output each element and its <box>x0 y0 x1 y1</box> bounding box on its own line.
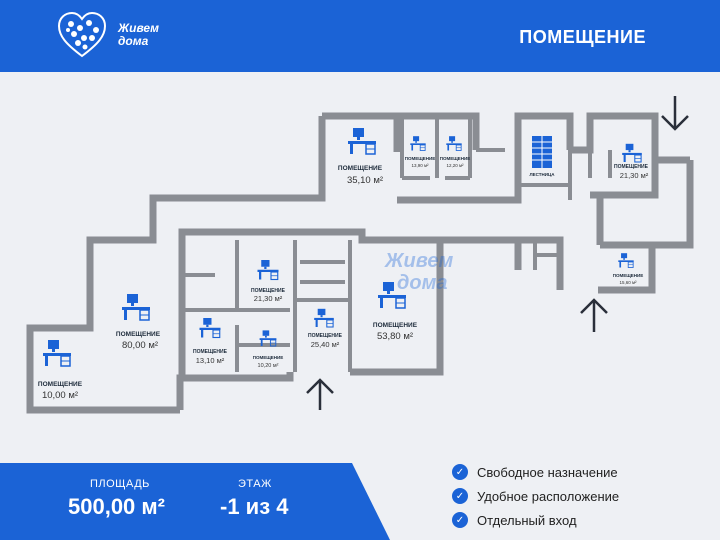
room-label: ПОМЕЩЕНИЕ <box>405 156 436 161</box>
watermark: Живем дома <box>385 250 453 294</box>
room-label: ПОМЕЩЕНИЕ <box>38 381 83 388</box>
room-label: ЛЕСТНИЦА <box>529 172 555 177</box>
heart-logo-icon <box>57 11 107 58</box>
header-bar: Живем дома ПОМЕЩЕНИЕ <box>0 0 720 72</box>
feature-text: Отдельный вход <box>477 512 577 528</box>
room-area: 13,90 м² <box>411 163 429 168</box>
room-area: 13,10 м² <box>196 356 225 365</box>
feature-item: ✓ Удобное расположение <box>452 484 712 508</box>
area-value: 500,00 м² <box>68 494 166 519</box>
floor-plan: ПОМЕЩЕНИЕ 35,10 м² ПОМЕЩЕНИЕ 13,90 м² ПО… <box>26 96 694 414</box>
check-icon: ✓ <box>452 464 468 480</box>
room-area: 35,10 м² <box>347 175 383 186</box>
page-title: ПОМЕЩЕНИЕ <box>519 27 646 47</box>
entrance-arrow-icon-bottom-right <box>580 298 608 332</box>
watermark-line-2: дома <box>397 272 448 294</box>
room-labels: ПОМЕЩЕНИЕ 35,10 м² ПОМЕЩЕНИЕ 13,90 м² ПО… <box>38 156 649 401</box>
room-label: ПОМЕЩЕНИЕ <box>338 165 383 172</box>
check-icon: ✓ <box>452 488 468 504</box>
feature-item: ✓ Свободное назначение <box>452 460 712 484</box>
logo-line-1: Живем <box>118 21 159 35</box>
check-icon: ✓ <box>452 512 468 528</box>
entrance-arrow-icon-top-right <box>661 96 689 131</box>
feature-text: Удобное расположение <box>477 488 620 504</box>
features-list: ✓ Свободное назначение ✓ Удобное располо… <box>452 460 712 532</box>
area-label: ПЛОЩАДЬ <box>90 478 150 490</box>
stats-panel <box>0 463 390 540</box>
floor-value: -1 из 4 <box>220 494 289 519</box>
room-label: ПОМЕЩЕНИЕ <box>440 156 471 161</box>
room-area: 15,60 м² <box>619 280 637 285</box>
feature-item: ✓ Отдельный вход <box>452 508 712 532</box>
room-area: 21,30 м² <box>254 294 283 303</box>
entrance-arrow-icon-bottom <box>306 378 334 410</box>
room-label: ПОМЕЩЕНИЕ <box>251 288 286 294</box>
entrance-arrows <box>306 96 689 410</box>
room-label: ПОМЕЩЕНИЕ <box>308 333 343 339</box>
interior-walls <box>88 116 612 372</box>
room-label: ПОМЕЩЕНИЕ <box>373 322 418 329</box>
room-label: ПОМЕЩЕНИЕ <box>193 349 228 355</box>
logo-text: Живем дома <box>118 22 178 48</box>
watermark-line-1: Живем <box>385 250 454 272</box>
room-label: ПОМЕЩЕНИЕ <box>253 355 284 360</box>
room-area: 25,40 м² <box>311 340 340 349</box>
room-area: 12,20 м² <box>446 163 464 168</box>
room-area: 10,00 м² <box>42 390 78 401</box>
floor-label: ЭТАЖ <box>238 478 272 490</box>
room-label: ПОМЕЩЕНИЕ <box>614 164 649 170</box>
room-area: 10,20 м² <box>258 363 279 369</box>
logo-line-2: дома <box>118 34 149 48</box>
stair-icon <box>532 136 552 168</box>
room-area: 21,30 м² <box>620 171 649 180</box>
room-label: ПОМЕЩЕНИЕ <box>116 331 161 338</box>
room-area: 53,80 м² <box>377 331 413 342</box>
feature-text: Свободное назначение <box>477 464 618 480</box>
room-area: 80,00 м² <box>122 340 158 351</box>
room-label: ПОМЕЩЕНИЕ <box>613 273 644 278</box>
